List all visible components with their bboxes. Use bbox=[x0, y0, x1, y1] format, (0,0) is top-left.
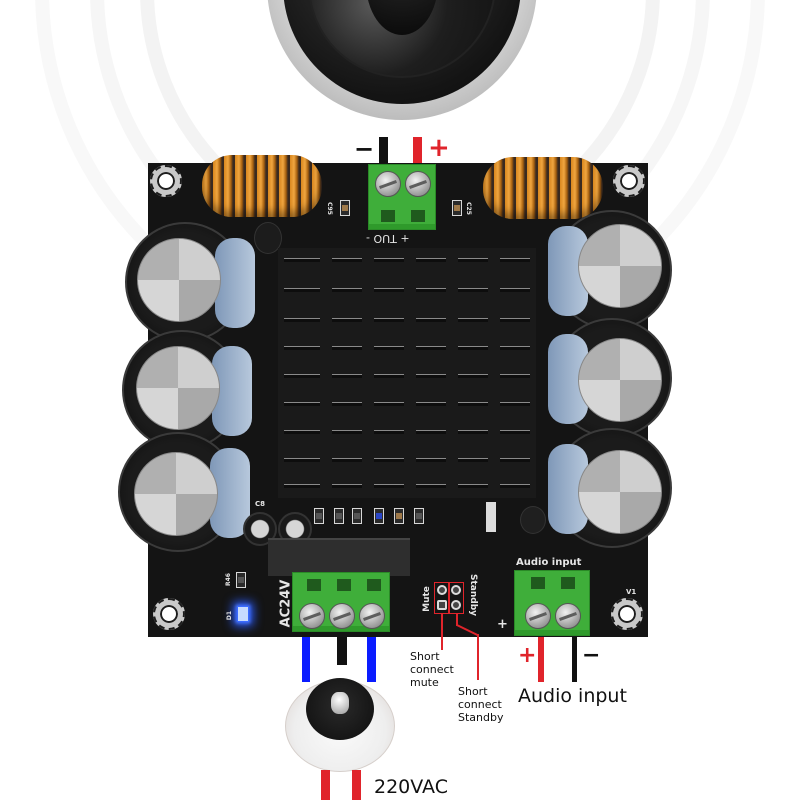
transformer-bolt bbox=[331, 692, 349, 714]
short-mute-line-2: connect bbox=[410, 663, 454, 676]
short-standby-line-3: Standby bbox=[458, 711, 504, 724]
smd-component bbox=[314, 508, 324, 524]
speaker-output-terminal[interactable] bbox=[368, 164, 436, 230]
output-screw-negative[interactable] bbox=[375, 171, 401, 197]
mount-hole-top-left bbox=[150, 165, 182, 197]
small-capacitor-c8 bbox=[243, 512, 277, 546]
transistor bbox=[520, 506, 546, 534]
smd-chip bbox=[486, 502, 496, 532]
silk-standby: Standby bbox=[468, 573, 479, 617]
silk-ac24v: AC24V bbox=[278, 579, 294, 628]
audio-screw-negative[interactable] bbox=[555, 603, 581, 629]
electrolytic-capacitor-right-1 bbox=[548, 210, 672, 330]
electrolytic-capacitor-left-1 bbox=[125, 222, 255, 342]
mains-voltage-label: 220VAC bbox=[374, 776, 448, 798]
audio-wire-positive bbox=[538, 637, 544, 682]
standby-pin-1[interactable] bbox=[451, 585, 461, 595]
audio-input-caption: Audio input bbox=[518, 685, 627, 707]
terminal-slot bbox=[411, 210, 425, 222]
speaker-minus-label: − bbox=[354, 135, 375, 163]
mute-callout-line bbox=[441, 614, 443, 650]
terminal-slot bbox=[381, 210, 395, 222]
smd-component bbox=[334, 508, 344, 524]
mute-pin-1[interactable] bbox=[437, 585, 447, 595]
power-wire-3 bbox=[367, 637, 376, 682]
mute-pin-2[interactable] bbox=[437, 600, 447, 610]
smd-capacitor-c95 bbox=[340, 200, 350, 216]
electrolytic-capacitor-right-2 bbox=[548, 318, 672, 438]
inductor-left bbox=[202, 155, 322, 217]
resistor-r46 bbox=[236, 572, 246, 588]
electrolytic-capacitor-right-3 bbox=[548, 428, 672, 548]
power-screw-2[interactable] bbox=[329, 603, 355, 629]
regulator-component bbox=[254, 222, 282, 254]
rectifier-bar bbox=[268, 538, 410, 576]
power-wire-2 bbox=[337, 637, 347, 665]
audio-plus-label: + bbox=[518, 643, 537, 668]
mount-hole-bottom-left bbox=[153, 598, 185, 630]
short-standby-line-1: Short bbox=[458, 685, 488, 698]
output-screw-positive[interactable] bbox=[405, 171, 431, 197]
mains-wire-1 bbox=[321, 770, 330, 800]
terminal-slot bbox=[531, 577, 545, 589]
short-mute-line-1: Short bbox=[410, 650, 440, 663]
speaker-wire-negative bbox=[379, 137, 388, 169]
silk-audio-input: Audio input bbox=[516, 557, 582, 568]
power-screw-1[interactable] bbox=[299, 603, 325, 629]
mute-jumper-highlight bbox=[434, 582, 449, 614]
audio-input-terminal[interactable] bbox=[514, 570, 590, 636]
standby-callout-line-v2 bbox=[477, 634, 479, 680]
heatsink bbox=[278, 248, 536, 498]
short-mute-line-3: mute bbox=[410, 676, 439, 689]
terminal-slot bbox=[367, 579, 381, 591]
smd-component bbox=[414, 508, 424, 524]
silk-c8: C8 bbox=[255, 500, 266, 508]
terminal-slot bbox=[561, 577, 575, 589]
electrolytic-capacitor-left-2 bbox=[122, 330, 252, 450]
terminal-slot bbox=[337, 579, 351, 591]
standby-callout-line-v1 bbox=[456, 614, 458, 626]
power-wire-1 bbox=[302, 637, 310, 682]
audio-wire-negative bbox=[572, 637, 577, 682]
speaker-plus-label: + bbox=[428, 133, 450, 163]
smd-capacitor-c25 bbox=[452, 200, 462, 216]
smd-component bbox=[394, 508, 404, 524]
silk-out-label: - OUT + bbox=[366, 232, 410, 245]
silk-v1: V1 bbox=[626, 588, 637, 596]
silk-c25: C25 bbox=[464, 202, 472, 215]
silk-d1: D1 bbox=[226, 610, 234, 621]
terminal-slot bbox=[307, 579, 321, 591]
standby-jumper-highlight bbox=[449, 582, 464, 614]
silk-audio-plus: + bbox=[497, 617, 508, 632]
silk-mute: Mute bbox=[421, 586, 432, 612]
smd-component bbox=[352, 508, 362, 524]
audio-minus-label: − bbox=[582, 643, 601, 668]
power-input-terminal[interactable] bbox=[292, 572, 390, 632]
short-standby-line-2: connect bbox=[458, 698, 502, 711]
mount-hole-top-right bbox=[613, 165, 645, 197]
inductor-right bbox=[483, 157, 603, 219]
power-screw-3[interactable] bbox=[359, 603, 385, 629]
audio-screw-positive[interactable] bbox=[525, 603, 551, 629]
electrolytic-capacitor-left-3 bbox=[118, 432, 250, 552]
speaker-wire-positive bbox=[413, 137, 422, 169]
mount-hole-bottom-right bbox=[611, 598, 643, 630]
power-led-d1 bbox=[237, 606, 249, 622]
standby-pin-2[interactable] bbox=[451, 600, 461, 610]
silk-r46: R46 bbox=[224, 573, 232, 586]
smd-component bbox=[374, 508, 384, 524]
mains-wire-2 bbox=[352, 770, 361, 800]
silk-c95: C95 bbox=[325, 202, 333, 215]
